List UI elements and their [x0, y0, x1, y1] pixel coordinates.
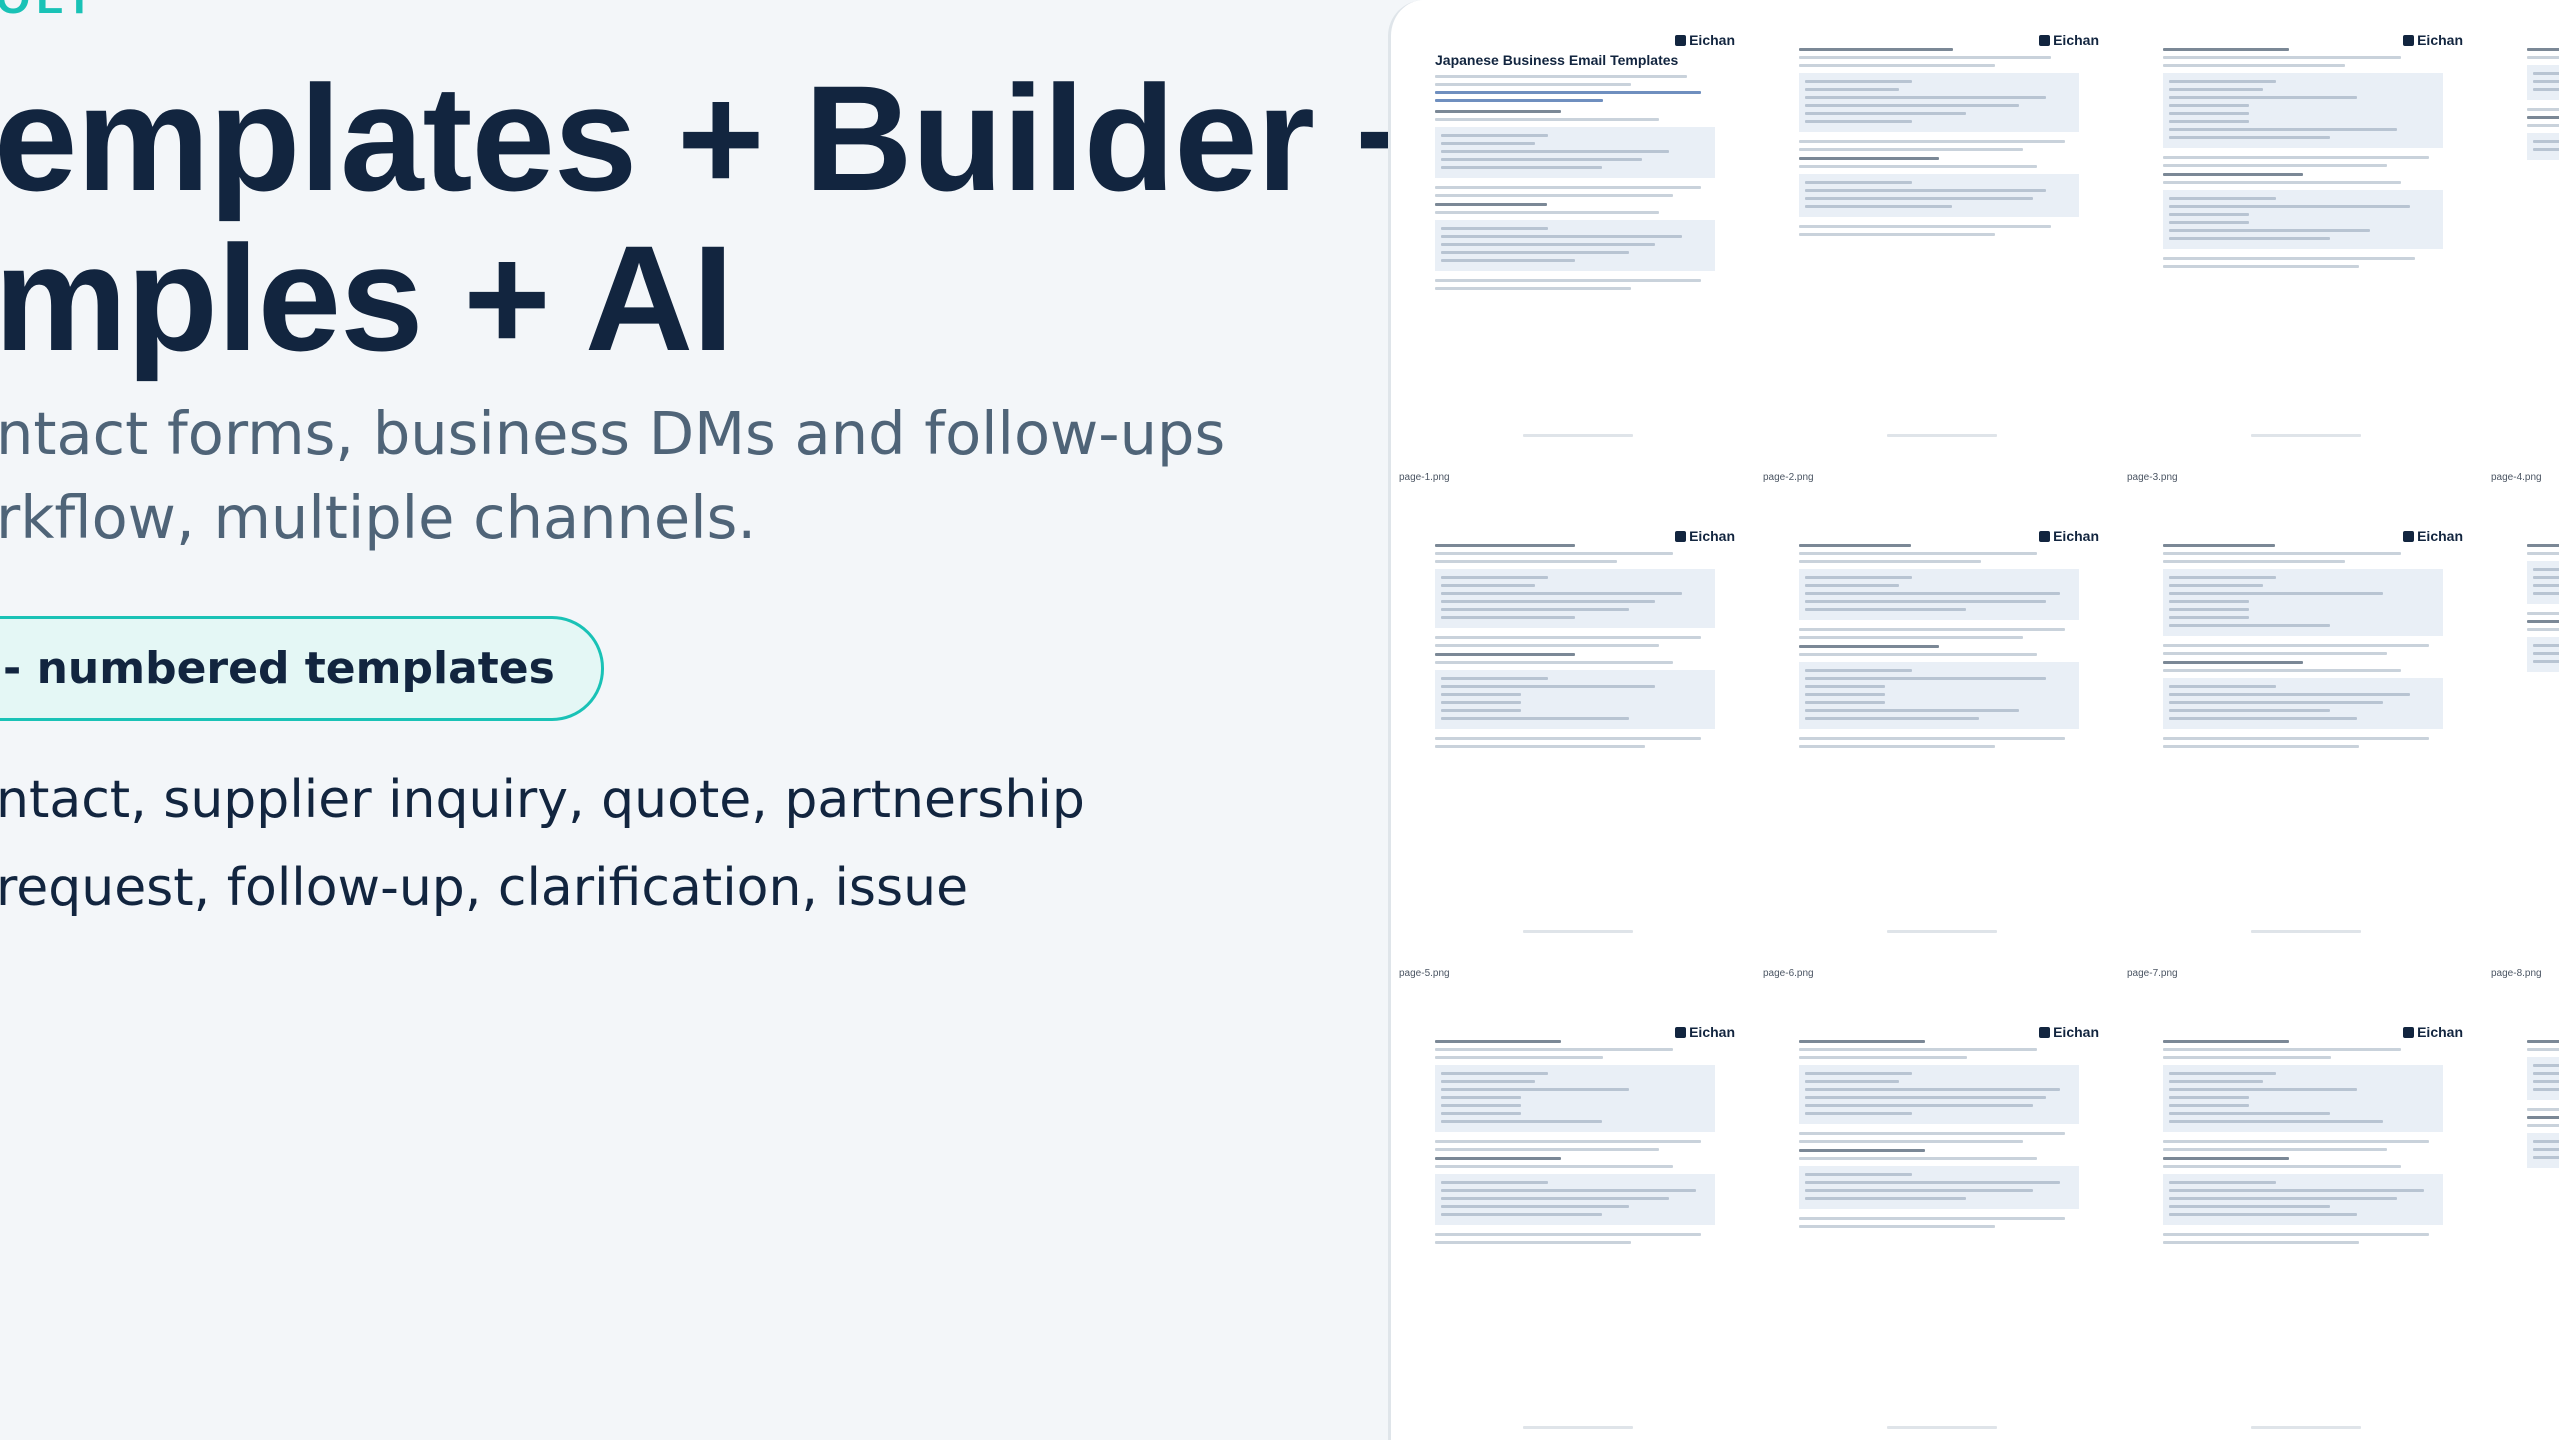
subheadline-line-2: rkflow, multiple channels. [0, 483, 757, 552]
subheadline-line-1: ntact forms, business DMs and follow-ups [0, 399, 1226, 468]
eichan-logo: Eichan [2403, 32, 2463, 48]
feature-line-1: ntact, supplier inquiry, quote, partners… [0, 770, 1085, 830]
page-label: page-6.png [1763, 968, 1814, 979]
page-label: page-1.png [1399, 472, 1450, 483]
hero-section: OLT emplates + Builder + mples + AI ntac… [0, 0, 1390, 918]
page-label: page-4.png [2491, 472, 2542, 483]
preview-page-10: Eichan [1777, 992, 2107, 1440]
preview-page-2: Eichan [1777, 0, 2107, 460]
page-label: page-3.png [2127, 472, 2178, 483]
eichan-logo: Eichan [1675, 32, 1735, 48]
preview-page-11: Eichan [2141, 992, 2471, 1440]
template-preview-panel: Eichan Japanese Business Email Templates… [1388, 0, 2559, 1440]
page-label: page-8.png [2491, 968, 2542, 979]
preview-page-5: Eichan [1413, 496, 1743, 956]
preview-page-4 [2505, 0, 2559, 460]
eichan-logo: Eichan [2039, 528, 2099, 544]
preview-page-7: Eichan [2141, 496, 2471, 956]
preview-page-8 [2505, 496, 2559, 956]
page-label: page-2.png [1763, 472, 1814, 483]
preview-page-3: Eichan [2141, 0, 2471, 460]
eyebrow-label: OLT [0, 0, 99, 24]
preview-page-6: Eichan [1777, 496, 2107, 956]
badge-label: - numbered templates [3, 643, 555, 694]
page-title: Japanese Business Email Templates [1435, 52, 1679, 68]
headline-line-2: mples + AI [0, 214, 734, 382]
eichan-logo: Eichan [1675, 1024, 1735, 1040]
preview-page-1: Eichan Japanese Business Email Templates [1413, 0, 1743, 460]
headline: emplates + Builder + mples + AI [0, 58, 1390, 378]
preview-page-9: Eichan [1413, 992, 1743, 1440]
preview-page-12 [2505, 992, 2559, 1440]
eichan-logo: Eichan [2403, 1024, 2463, 1040]
subheadline: ntact forms, business DMs and follow-ups… [0, 392, 1225, 560]
page-label: page-5.png [1399, 968, 1450, 979]
eichan-logo: Eichan [1675, 528, 1735, 544]
feature-line-2: request, follow-up, clarification, issue [0, 858, 969, 918]
headline-line-1: emplates + Builder + [0, 54, 1390, 222]
page-label: page-7.png [2127, 968, 2178, 979]
numbered-templates-badge: - numbered templates [0, 616, 604, 721]
eichan-logo: Eichan [2403, 528, 2463, 544]
eichan-logo: Eichan [2039, 1024, 2099, 1040]
eichan-logo: Eichan [2039, 32, 2099, 48]
